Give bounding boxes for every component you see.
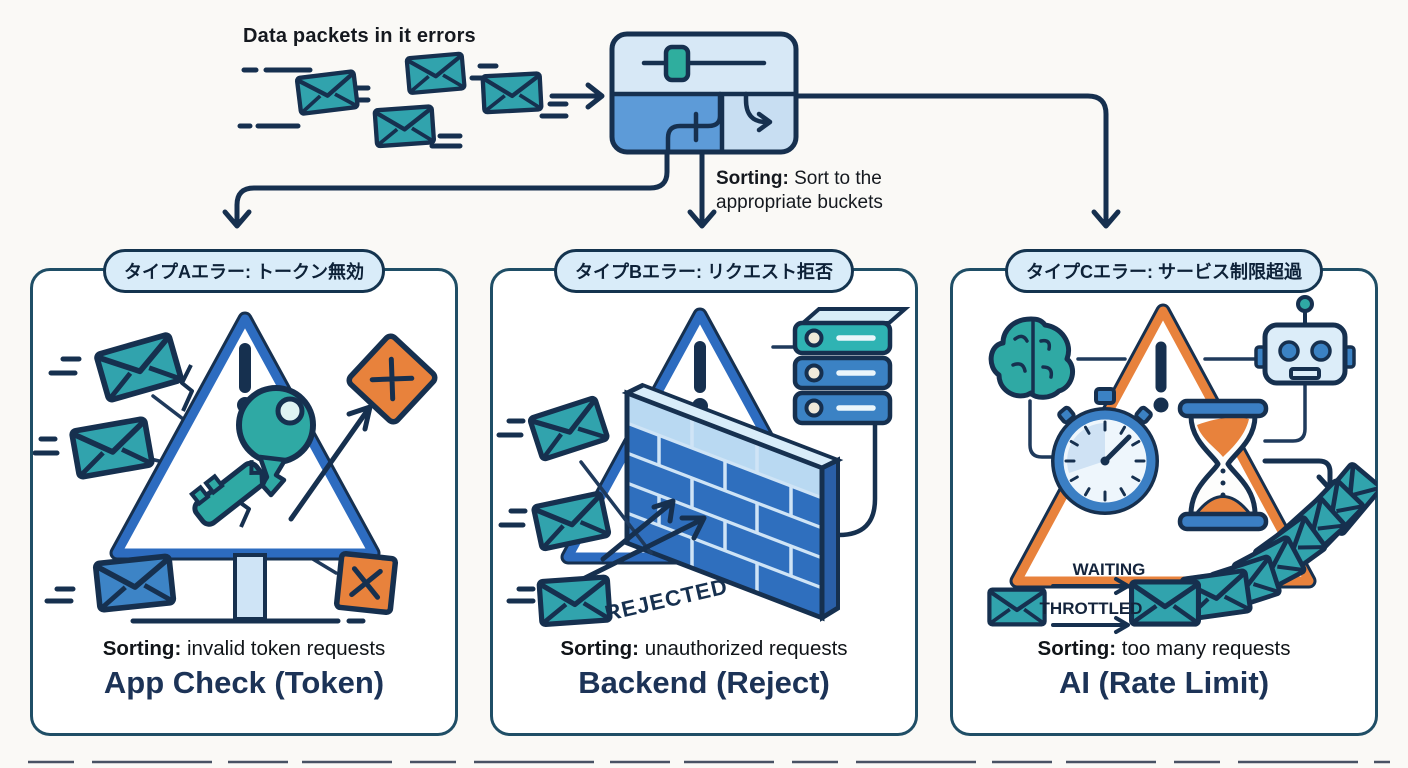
sort-path-left [665, 91, 723, 155]
mail-icon [483, 73, 542, 112]
panel-app-check: タイプAエラー: トークン無効 [30, 249, 458, 736]
speed-lines [496, 418, 536, 604]
route-line [579, 460, 653, 555]
sorter-box-icon [609, 31, 799, 155]
mail-icon [989, 590, 1044, 625]
stopwatch-icon [1051, 387, 1159, 515]
panel-b-sorting-text: Sorting: unauthorized requests [560, 637, 848, 660]
panel-c-title: AI (Rate Limit) [1058, 665, 1270, 700]
mail-icon [297, 71, 358, 114]
panel-a-illustration [33, 311, 438, 624]
blocked-mail-diamond-icon [346, 333, 438, 425]
panel-c-sorting-text: Sorting: too many requests [1037, 637, 1291, 660]
mail-icon [96, 334, 181, 400]
panel-a-title: App Check (Token) [103, 665, 385, 700]
panel-b-title: Backend (Reject) [578, 665, 830, 700]
panel-b-header-pill: タイプBエラー: リクエスト拒否 [554, 249, 854, 293]
route-lines [1028, 357, 1307, 459]
mail-icon [530, 398, 608, 460]
slider-handle [663, 44, 691, 83]
mail-icon [407, 54, 465, 93]
branch-right-arrow [795, 93, 1109, 227]
blocked-mail-square-icon [333, 550, 399, 616]
mail-icon [539, 577, 610, 625]
incoming-packets [237, 48, 569, 149]
mail-icon [72, 419, 153, 478]
branch-left-arrow [234, 147, 670, 227]
speed-lines [33, 356, 82, 604]
broken-key-icon [189, 385, 316, 527]
waiting-arrow [1051, 577, 1130, 595]
rejected-label: REJECTED [602, 573, 730, 626]
throttled-label: THROTTLED [1040, 599, 1143, 618]
brick-wall-icon [621, 382, 844, 622]
server-stack-icon [792, 307, 911, 426]
panel-ai-rate-limit: タイプCエラー: サービス制限超過 [950, 249, 1378, 736]
panel-a-header-pill: タイプAエラー: トークン無効 [103, 249, 385, 293]
throttled-arrow [1051, 616, 1130, 634]
mail-icon [95, 556, 173, 610]
sorter-caption: Sorting: Sort to the appropriate buckets [716, 168, 883, 214]
mail-icon [375, 106, 434, 146]
waiting-label: WAITING [1073, 560, 1146, 579]
brain-icon [988, 316, 1076, 400]
panel-b-illustration: REJECTED [496, 307, 911, 635]
server-down-line [820, 420, 878, 538]
sort-path-right-arrow [743, 91, 773, 133]
sign-post [233, 553, 267, 621]
input-stream-label: Data packets in it errors [243, 25, 476, 47]
robot-icon [1254, 295, 1356, 386]
escape-arrow-icon [288, 404, 373, 522]
panel-c-illustration: WAITING THROTTLED [953, 295, 1377, 634]
panel-backend: タイプBエラー: リクエスト拒否 [490, 249, 918, 736]
panel-a-sorting-text: Sorting: invalid token requests [102, 637, 386, 660]
hourglass-icon [1177, 398, 1269, 532]
panel-c-header-pill: タイプCエラー: サービス制限超過 [1005, 249, 1323, 293]
